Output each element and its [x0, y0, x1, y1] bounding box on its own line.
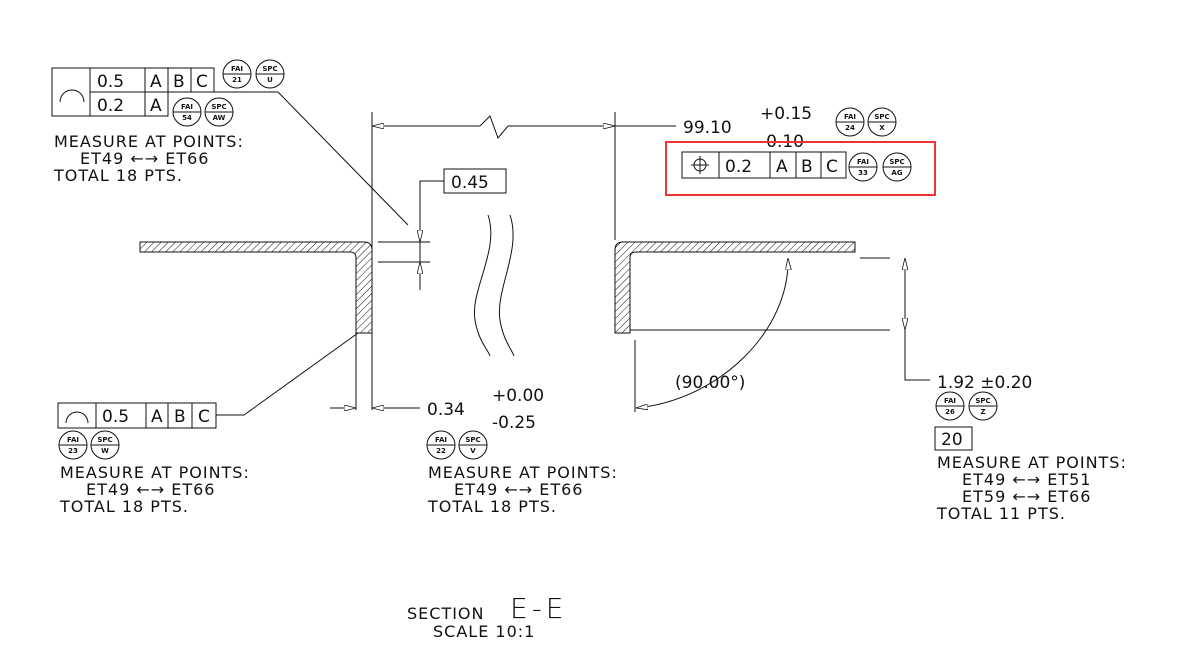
profile-surface-icon [59, 89, 85, 103]
svg-text:AG: AG [891, 169, 902, 177]
thickness-dimension: 0.34 +0.00 -0.25 FAI 22 SPC V MEASURE AT P… [426, 386, 618, 516]
svg-text:SPC: SPC [97, 436, 112, 444]
fcf-profile-top-left: 0.5 A B C 0.2 A FAI 21 SPC U FAI 54 SPC AW M… [51, 59, 409, 226]
svg-text:V: V [470, 447, 476, 455]
svg-text:C: C [826, 157, 838, 177]
svg-text:FAI: FAI [944, 397, 956, 405]
datum-a: A [150, 72, 162, 92]
svg-text:FAI: FAI [231, 65, 243, 73]
svg-text:SPC: SPC [211, 103, 226, 111]
svg-text:A: A [151, 407, 163, 427]
svg-text:0.34: 0.34 [427, 400, 465, 420]
break-lines [473, 214, 515, 357]
svg-text:24: 24 [845, 124, 855, 132]
height-dimension: 1.92 ±0.20 FAI 26 SPC Z 20 MEASURE AT POIN… [934, 373, 1127, 523]
svg-text:A: A [776, 157, 788, 177]
svg-text:SCALE 10:1: SCALE 10:1 [433, 622, 535, 641]
svg-text:TOTAL 11 PTS.: TOTAL 11 PTS. [936, 504, 1066, 523]
svg-text:B: B [801, 157, 813, 177]
svg-text:B: B [174, 407, 186, 427]
tolerance-value: 0.5 [97, 72, 124, 92]
fai-bubble: FAI 21 [222, 59, 252, 89]
tolerance-value: 0.2 [97, 96, 124, 116]
datum-c: C [196, 72, 208, 92]
svg-text:Z: Z [980, 408, 985, 416]
svg-text:MEASURE AT POINTS:: MEASURE AT POINTS: [428, 463, 618, 482]
svg-text:SPC: SPC [874, 113, 889, 121]
svg-text:U: U [267, 76, 273, 84]
svg-text:TOTAL 18 PTS.: TOTAL 18 PTS. [427, 497, 557, 516]
angle-dimension: (90.00°) [675, 373, 745, 393]
part-section-left [139, 112, 444, 410]
svg-text:+0.00: +0.00 [492, 386, 544, 406]
fcf-position[interactable]: 0.2 A B C FAI 33 SPC AG [665, 141, 936, 196]
svg-text:33: 33 [858, 169, 868, 177]
svg-text:C: C [198, 407, 210, 427]
fai-bubble: FAI 54 [172, 97, 202, 127]
svg-text:FAI: FAI [857, 158, 869, 166]
svg-text:SPC: SPC [889, 158, 904, 166]
svg-text:W: W [101, 447, 109, 455]
svg-text:22: 22 [436, 447, 446, 455]
svg-text:ET49 ←→ ET51: ET49 ←→ ET51 [962, 470, 1091, 489]
fai-bubble: FAI 22 [426, 430, 456, 460]
fai-bubble: FAI 24 [835, 107, 865, 137]
svg-text:FAI: FAI [67, 436, 79, 444]
svg-text:MEASURE AT POINTS:: MEASURE AT POINTS: [937, 453, 1127, 472]
svg-text:ET49 ←→ ET66: ET49 ←→ ET66 [86, 480, 215, 499]
svg-text:54: 54 [182, 114, 192, 122]
svg-text:TOTAL 18 PTS.: TOTAL 18 PTS. [59, 497, 189, 516]
svg-text:26: 26 [945, 408, 955, 416]
measure-note: TOTAL 18 PTS. [53, 166, 183, 185]
id-box: 20 [941, 430, 963, 450]
svg-text:1.92 ±0.20: 1.92 ±0.20 [937, 373, 1032, 393]
svg-text:21: 21 [232, 76, 242, 84]
section-title: SECTION E-E SCALE 10:1 [407, 592, 568, 641]
svg-text:X: X [879, 124, 885, 132]
svg-text:AW: AW [213, 114, 226, 122]
radius-dimension-box: 0.45 [443, 168, 507, 194]
width-dimension-line [372, 115, 676, 139]
svg-text:0.5: 0.5 [102, 407, 129, 427]
svg-text:23: 23 [68, 447, 78, 455]
fai-bubble: FAI 33 [848, 152, 878, 182]
svg-text:ET49 ←→ ET66: ET49 ←→ ET66 [454, 480, 583, 499]
datum-a: A [150, 96, 162, 116]
svg-text:MEASURE AT POINTS:: MEASURE AT POINTS: [60, 463, 250, 482]
svg-text:FAI: FAI [435, 436, 447, 444]
svg-text:SPC: SPC [975, 397, 990, 405]
svg-text:99.10: 99.10 [683, 118, 732, 138]
spc-bubble: SPC AW [204, 97, 234, 127]
position-icon [691, 156, 709, 174]
highlight-box [665, 141, 936, 196]
svg-text:+0.15: +0.15 [760, 104, 812, 124]
measure-note: MEASURE AT POINTS: [54, 132, 244, 151]
profile-surface-icon [65, 411, 89, 424]
svg-text:0.45: 0.45 [451, 173, 489, 193]
fai-bubble: FAI 23 [58, 430, 88, 460]
spc-bubble: SPC V [458, 430, 488, 460]
svg-text:SECTION: SECTION [407, 604, 485, 623]
part-section-right [614, 112, 930, 412]
svg-text:SPC: SPC [262, 65, 277, 73]
spc-bubble: SPC Z [968, 391, 998, 421]
svg-text:SPC: SPC [465, 436, 480, 444]
spc-bubble: SPC W [90, 430, 120, 460]
spc-bubble: SPC AG [882, 152, 912, 182]
svg-text:ET59 ←→ ET66: ET59 ←→ ET66 [962, 487, 1091, 506]
svg-text:-0.25: -0.25 [492, 413, 536, 433]
svg-text:0.2: 0.2 [725, 157, 752, 177]
spc-bubble: SPC X [867, 107, 897, 137]
datum-b: B [173, 72, 185, 92]
fai-bubble: FAI 26 [935, 391, 965, 421]
measure-note: ET49 ←→ ET66 [80, 149, 209, 168]
svg-text:E-E: E-E [510, 592, 568, 625]
svg-text:FAI: FAI [181, 103, 193, 111]
svg-text:FAI: FAI [844, 113, 856, 121]
spc-bubble: SPC U [255, 59, 285, 89]
